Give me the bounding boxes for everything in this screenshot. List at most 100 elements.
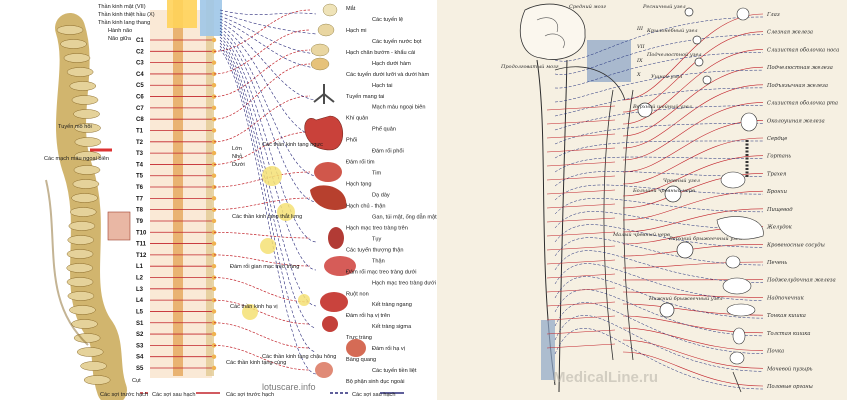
ru-spinal-root [546,245,616,251]
parasympathetic-fiber [219,42,317,329]
organ-label: Đám rối hạ vị trên [346,313,390,319]
ru-organ-label: Подчелюстная железа [766,65,833,71]
ru-parasympathetic-fiber [554,302,764,354]
organ-label: Phế quản [372,127,396,133]
watermark-lotuscare: lotuscare.info [262,382,316,392]
ru-parasympathetic-fiber [554,69,764,103]
organ-label: Các tuyến thượng thận [346,247,403,253]
ru-organ-label: Подъязычная железа [766,83,828,89]
segment-label: T3 [136,151,144,157]
ru-spinal-root [546,259,616,265]
ru-sympathetic-fiber [622,291,764,298]
parasympathetic-fiber [219,36,317,271]
organ-label: Mạch máu ngoại biên [372,105,426,111]
segment-label: L4 [136,298,144,304]
segment-label: T1 [136,128,144,134]
vertebra [74,123,101,133]
ru-parasympathetic-fiber [554,276,764,319]
chain-ganglion [211,150,217,156]
organ-label: Hạch mi [346,28,367,34]
label-glossopharyngeal: Thần kinh thiệt hầu (X) [98,12,155,18]
organ-label: Bàng quang [346,357,376,363]
segment-label: T2 [136,140,144,146]
segment-label: T10 [136,230,147,236]
right-diagram-svg: Средний мозг Продолговатый мозг Ресничны… [500,3,839,393]
ru-organ-label: Тонкая кишка [767,313,806,319]
ru-parasympathetic-fiber [554,315,764,372]
russian-nerve-fibers [546,13,764,390]
chain-ganglion [211,105,217,111]
ru-label-pterygopalatine: Крылонебный узел [646,27,698,34]
eye-organ [322,3,338,17]
ganglia [242,166,310,320]
segment-label: C1 [136,38,144,44]
spinal-cord-outline [536,59,626,393]
ru-parasympathetic-fiber [554,52,764,89]
sympathetic-fiber [213,9,311,52]
organ-label: Trực tràng [346,335,372,341]
ru-spinal-root [546,147,616,153]
organ-label: Tụy [372,236,382,242]
spinal-cord [150,0,222,378]
segment-label: T5 [136,174,144,180]
legend-postganglionic-2: Các sợi sau hạch [352,392,395,398]
ru-label-submandibular: Подчелюстной узел [646,52,702,58]
segment-label: T9 [136,219,144,225]
ru-organ-label: Половые органы [766,384,813,390]
chain-ganglion [211,286,217,292]
vertebra [56,25,84,35]
chain-ganglion [211,264,217,269]
brain-outline [519,3,631,82]
organ-label: Khí quản [346,116,368,122]
label-medulla: Hành não [108,28,132,34]
vertebral-column [45,13,127,400]
ru-organ-label: Слизистая оболочка носа [767,46,839,53]
ru-spinal-root [546,273,616,279]
ru-organ-label: Глаз [766,12,780,18]
vertebra [69,305,96,315]
parasympathetic-fiber [219,48,317,375]
organ-label: Phổi [346,137,357,144]
kidney-organ [328,227,344,249]
ru-sympathetic-fiber [622,49,764,125]
label-thoracic-splanchnic: Các thần kinh tạng ngực [262,142,323,148]
ru-organ-label: Поджелудочная железа [766,278,836,284]
vertebra [66,263,94,273]
lacrimal-organ [317,23,335,37]
vertebra [71,95,99,105]
ru-spinal-root [546,161,616,167]
sympathetic-fiber [213,63,311,120]
chain-ganglion [211,218,217,224]
ru-sympathetic-fiber [622,155,764,197]
label-greater: Lớn [232,146,242,152]
label-lesser: Nhỏ [232,153,242,160]
ru-label-midbrain: Средний мозг [569,4,606,10]
salivary-organ [310,43,330,57]
sympathetic-fiber [213,231,311,239]
vertebral-discs [56,25,111,385]
ru-spinal-root [546,287,616,293]
parasympathetic-fiber [219,39,317,307]
ru-organ-label: Пищевод [766,207,793,213]
segment-label: C8 [136,117,144,123]
ru-parasympathetic-fiber [554,263,764,301]
liver-organ [310,185,347,210]
ru-organ-label: Трахея [767,171,787,177]
organ-label: Đám rối tim [346,160,375,166]
ru-label-greater-splanchnic: Большой чревный нерв [632,188,695,194]
ru-parasympathetic-fiber [554,171,764,187]
organ-label: Gan, túi mật, ống dẫn mật [372,213,437,220]
ru-parasympathetic-fiber [554,16,764,62]
organ-label: Hạch mạc treo tràng dưới [372,280,436,286]
ru-label-sup-cervical: Верхний шейный узел [632,104,692,110]
spinal-segment-labels: C1C2C3C4C5C6C7C8T1T2T3T4T5T6T7T8T9T10T11… [136,38,147,372]
nerve-fiber-lines [213,9,317,375]
segment-label: T4 [136,162,144,168]
vertebra [73,333,101,343]
ru-sympathetic-fiber [622,190,764,221]
numeral-iii: III [636,26,644,32]
bladder-organ [346,339,366,357]
ru-label-lesser-splanchnic: Малый чревный нерв [612,232,670,238]
